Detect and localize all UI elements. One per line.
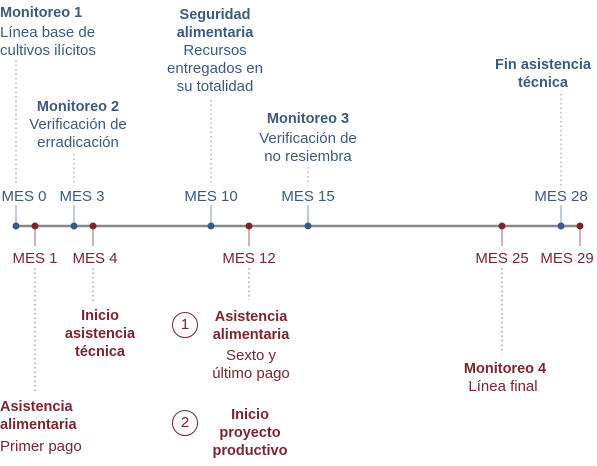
seguridad-alimentaria-title: Seguridad alimentaria bbox=[176, 7, 254, 41]
inicio-proyecto-productivo-title: Inicio proyecto productivo bbox=[212, 407, 288, 459]
asistencia-alimentaria-primer-title: Asistencia alimentaria bbox=[0, 399, 77, 433]
asistencia-alimentaria-sexto-title: Asistencia alimentaria bbox=[212, 309, 290, 343]
month-label-mes4: MES 4 bbox=[72, 250, 118, 267]
marker-mes15 bbox=[304, 222, 312, 230]
marker-mes3 bbox=[70, 222, 78, 230]
month-label-mes29: MES 29 bbox=[540, 250, 594, 267]
step-number-1: 1 bbox=[172, 312, 198, 338]
monitoreo-1-desc: Línea base de cultivos ilícitos bbox=[0, 24, 96, 59]
marker-mes25 bbox=[498, 222, 506, 230]
monitoreo-4-title: Monitoreo 4 bbox=[463, 361, 547, 377]
marker-mes4 bbox=[89, 222, 97, 230]
marker-mes12 bbox=[245, 222, 253, 230]
month-label-mes12: MES 12 bbox=[222, 250, 276, 267]
month-label-mes0: MES 0 bbox=[1, 188, 47, 205]
monitoreo-2-desc: Verificación de erradicación bbox=[29, 116, 127, 151]
month-label-mes3: MES 3 bbox=[59, 188, 105, 205]
marker-mes28 bbox=[557, 222, 565, 230]
step-number-2: 2 bbox=[172, 410, 198, 436]
monitoreo-3-desc: Verificación de no resiembra bbox=[259, 130, 357, 165]
monitoreo-1-title: Monitoreo 1 bbox=[0, 5, 83, 21]
fin-asistencia-tecnica-title: Fin asistencia técnica bbox=[495, 57, 591, 91]
seguridad-alimentaria-desc: Recursos entregados en su totalidad bbox=[167, 42, 263, 95]
marker-mes0 bbox=[12, 222, 20, 230]
monitoreo-2-title: Monitoreo 2 bbox=[36, 99, 120, 115]
month-label-mes28: MES 28 bbox=[534, 188, 588, 205]
month-label-mes10: MES 10 bbox=[184, 188, 238, 205]
asistencia-alimentaria-sexto-desc: Sexto y último pago bbox=[212, 347, 290, 382]
inicio-asistencia-tecnica-title: Inicio asistencia técnica bbox=[64, 308, 136, 360]
marker-mes1 bbox=[31, 222, 39, 230]
marker-mes29 bbox=[576, 222, 584, 230]
month-label-mes1: MES 1 bbox=[12, 250, 58, 267]
month-label-mes15: MES 15 bbox=[281, 188, 335, 205]
monitoreo-4-desc: Línea final bbox=[468, 378, 538, 395]
month-label-mes25: MES 25 bbox=[475, 250, 529, 267]
asistencia-alimentaria-primer-desc: Primer pago bbox=[0, 438, 82, 455]
monitoreo-3-title: Monitoreo 3 bbox=[266, 111, 350, 127]
marker-mes10 bbox=[207, 222, 215, 230]
